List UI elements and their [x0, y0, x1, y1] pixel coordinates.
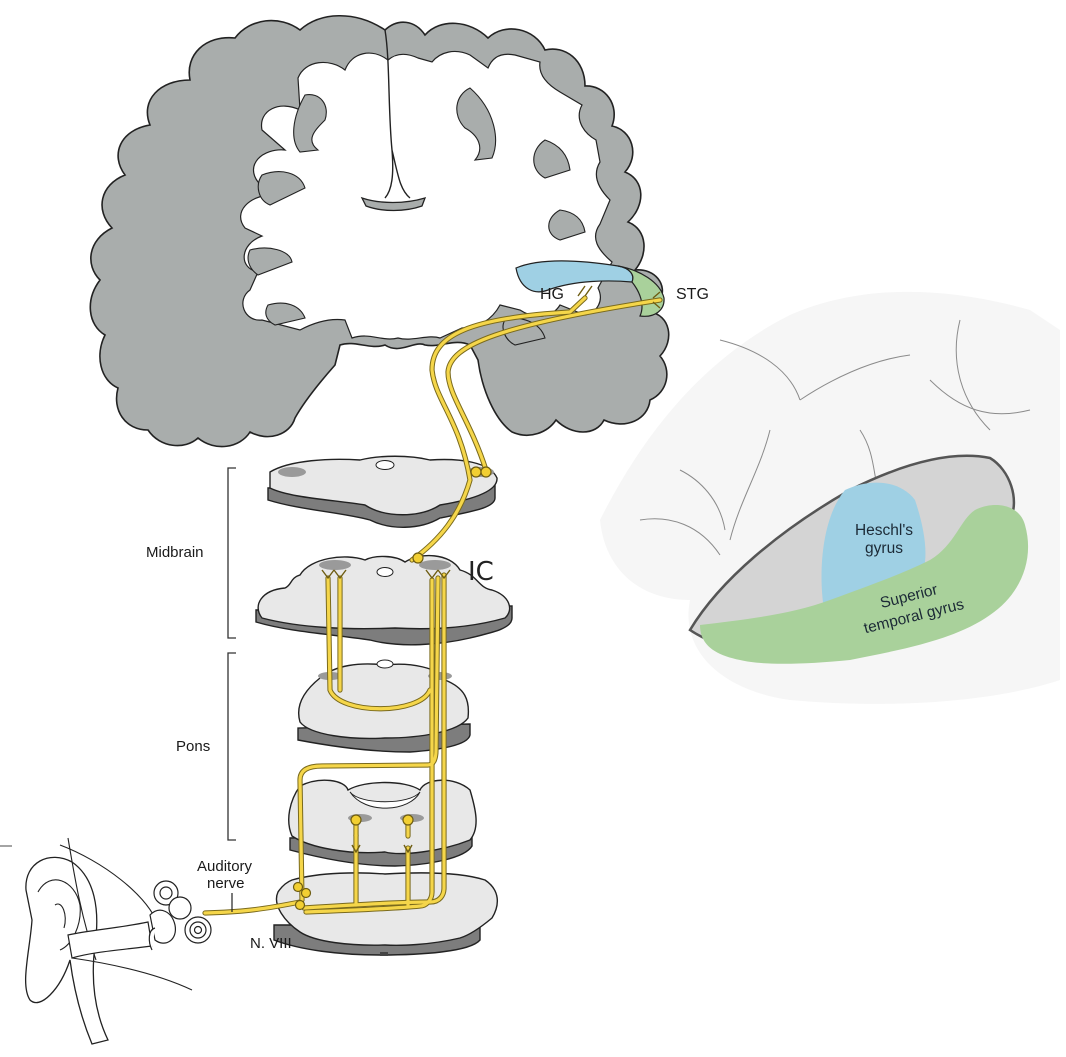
- level-brackets: Midbrain Pons: [146, 468, 236, 840]
- heschl-gyrus-line2: gyrus: [865, 540, 903, 557]
- lateral-brain-view: Heschl's gyrus Superior temporal gyrus: [600, 292, 1060, 704]
- pons-bracket: [228, 653, 236, 840]
- n-viii-label: N. VIII: [250, 935, 292, 952]
- cn-node-1: [294, 883, 303, 892]
- cn-node-2: [302, 889, 311, 898]
- mgn-node-2: [481, 467, 491, 477]
- midbrain-bracket: [228, 468, 236, 638]
- coronal-brain-section: HG STG: [90, 16, 709, 447]
- ear-illustration: Auditory nerve N. VIII: [26, 838, 292, 1044]
- ic-node-1: [413, 553, 423, 563]
- hg-label: HG: [540, 286, 564, 303]
- auditory-nerve-line1: Auditory: [197, 858, 253, 875]
- heschl-gyrus-line1: Heschl's: [855, 522, 913, 539]
- slice-upper-midbrain: [268, 456, 497, 527]
- pons-label: Pons: [176, 738, 210, 755]
- ic-label: IC: [468, 557, 494, 587]
- cochlea-icon: [149, 881, 211, 950]
- soc-node-1: [351, 815, 361, 825]
- midbrain-label: Midbrain: [146, 544, 204, 561]
- slice-lower-pons: [289, 780, 476, 866]
- stg-label: STG: [676, 286, 709, 303]
- mgn-node-1: [471, 467, 481, 477]
- cn-node-3: [296, 901, 305, 910]
- auditory-nerve-line2: nerve: [207, 875, 245, 892]
- soc-node-2: [403, 815, 413, 825]
